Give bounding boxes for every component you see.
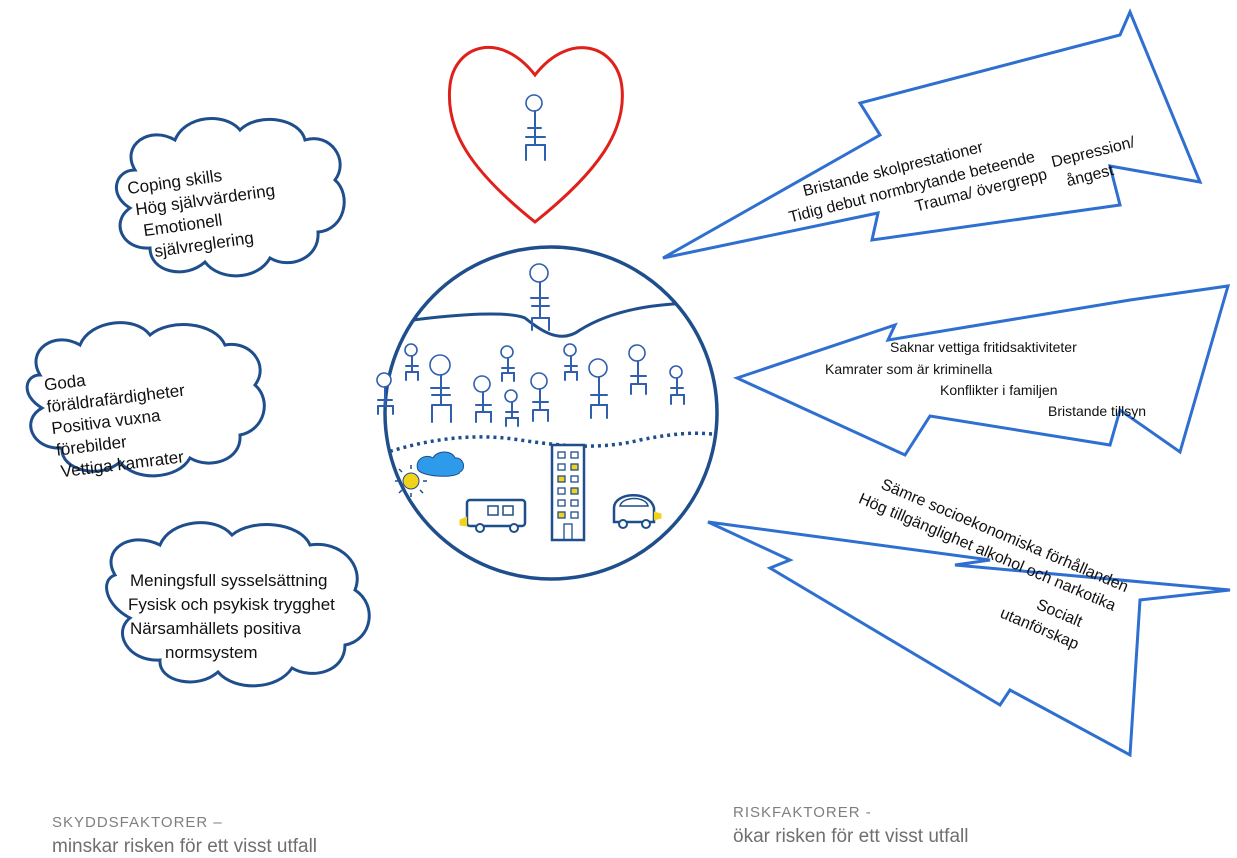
cloud-3-line-3: Närsamhällets positiva [130, 619, 302, 638]
bolt-2: Saknar vettiga fritidsaktiviteter Kamrat… [732, 284, 1231, 457]
cloud-2-line-1: Goda [43, 371, 87, 395]
cloud-3-line-1: Meningsfull sysselsättning [130, 571, 327, 590]
heart-stick-figure [525, 94, 546, 161]
community-circle [376, 245, 719, 581]
sun-icon [395, 465, 427, 497]
heart [447, 46, 624, 224]
cloud-3: Meningsfull sysselsättning Fysisk och ps… [105, 521, 371, 688]
risk-caption-title: RISKFAKTORER - [733, 804, 872, 821]
bolt-1: Bristande skolprestationer Tidig debut n… [662, 8, 1203, 260]
risk-caption: RISKFAKTORER - ökar risken för ett visst… [733, 804, 968, 847]
bolt-2-line-3: Konflikter i familjen [940, 382, 1058, 398]
crowd-stick-figures [376, 343, 685, 427]
svg-text:Meningsfull sysselsättning: Meningsfull sysselsättning Fysisk och ps… [128, 571, 340, 662]
bus-icon [459, 498, 527, 533]
building-icon [550, 443, 586, 542]
hilltop-stick-figure [529, 263, 550, 331]
bolt-2-line-4: Bristande tillsyn [1048, 403, 1146, 419]
bolt-2-line-1: Saknar vettiga fritidsaktiviteter [890, 339, 1077, 355]
bolt-2-line-2: Kamrater som är kriminella [825, 361, 992, 377]
bolt-3: Sämre socioekonomiska förhållanden Hög t… [707, 475, 1231, 758]
protective-caption-title: SKYDDSFAKTORER – [52, 814, 223, 831]
raincloud-icon [416, 451, 465, 477]
risk-caption-subtitle: ökar risken för ett visst utfall [733, 826, 968, 847]
car-icon [612, 494, 662, 529]
cloud-3-line-4: normsystem [165, 643, 258, 662]
protective-caption-subtitle: minskar risken för ett visst utfall [52, 836, 317, 857]
cloud-1: Coping skills Hög självvärdering Emotion… [114, 117, 346, 278]
svg-text:Saknar vettiga fritidsaktivite: Saknar vettiga fritidsaktiviteter Kamrat… [825, 339, 1146, 419]
protective-caption: SKYDDSFAKTORER – minskar risken för ett … [52, 814, 317, 857]
cloud-3-line-2: Fysisk och psykisk trygghet [128, 595, 335, 614]
cloud-2: Goda föräldrafärdigheter Positiva vuxna … [25, 321, 266, 481]
